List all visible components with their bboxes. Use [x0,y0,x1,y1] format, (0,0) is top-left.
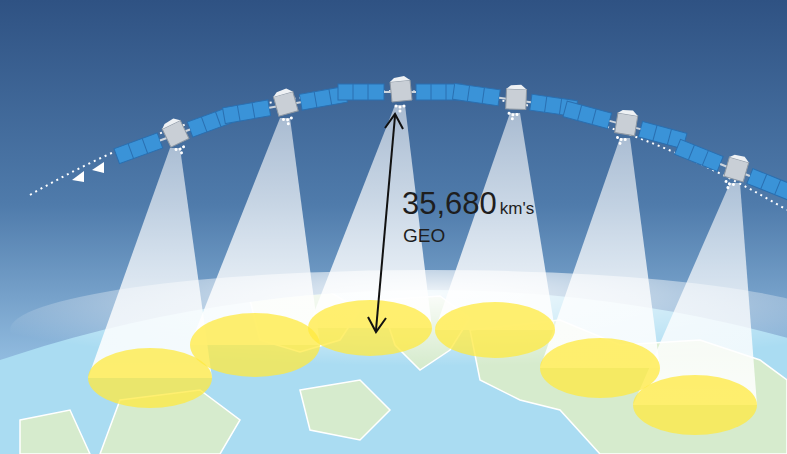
distance-value: 35,680 [402,188,497,219]
distance-unit: km's [500,200,534,217]
orbit-name: GEO [403,226,445,245]
